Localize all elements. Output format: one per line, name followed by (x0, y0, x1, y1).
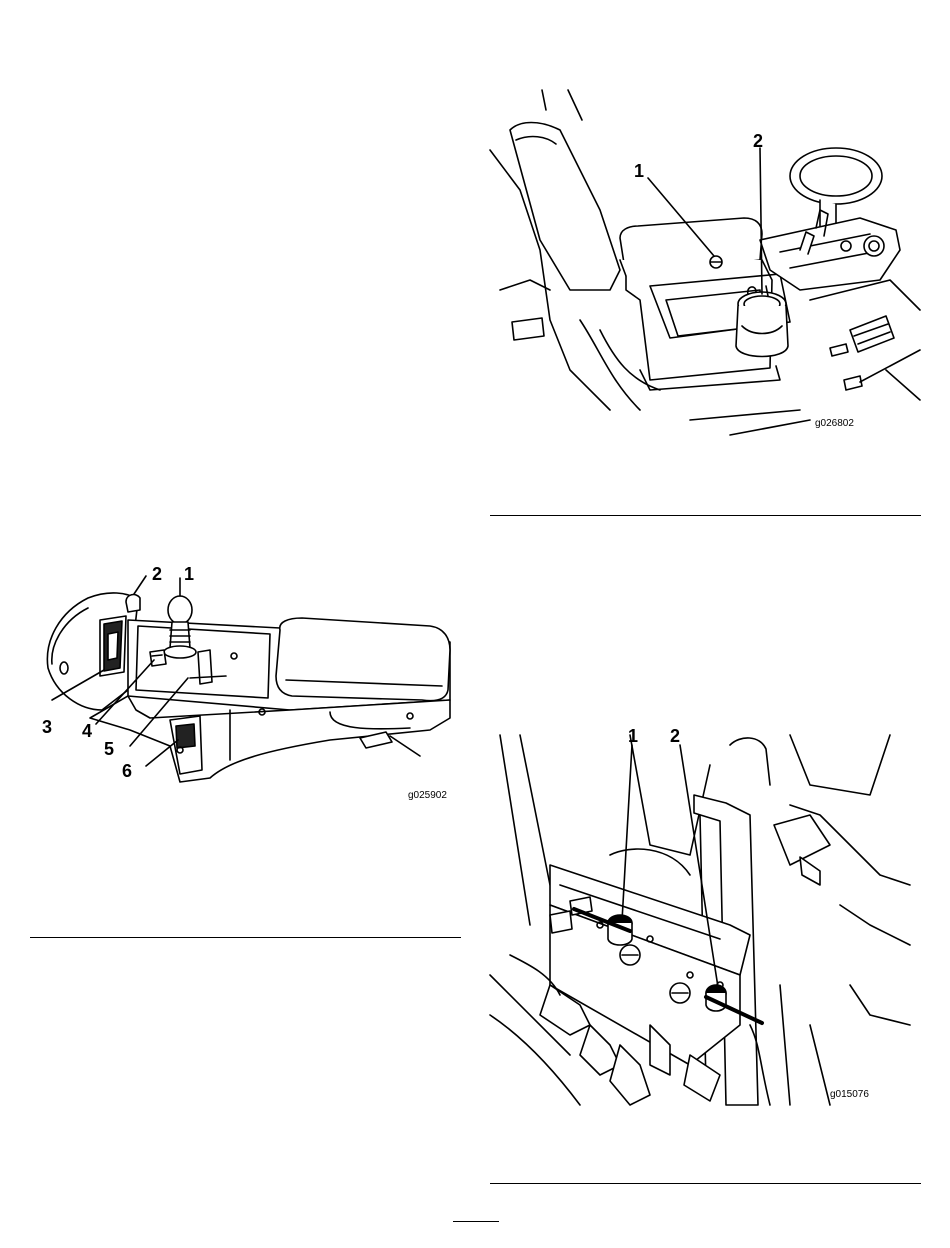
cup-holder-drawing (490, 90, 920, 435)
console-callout-2: 2 (152, 565, 162, 583)
valves-drawing (490, 725, 910, 1105)
console-callout-4: 4 (82, 722, 92, 740)
console-callout-6: 6 (122, 762, 132, 780)
figure-cup-holder: 1 2 g026802 (490, 90, 920, 435)
valves-figure-code: g015076 (830, 1090, 869, 1100)
cupholder-callout-1: 1 (634, 162, 644, 180)
cupholder-callout-2: 2 (753, 132, 763, 150)
right-column-divider-bottom (490, 1183, 921, 1184)
left-column-divider (30, 937, 461, 938)
console-callout-3: 3 (42, 718, 52, 736)
figure-valves: 1 2 g015076 (490, 725, 920, 1105)
figure-control-console: 1 2 3 4 5 6 g025902 (30, 560, 460, 810)
cupholder-figure-code: g026802 (815, 419, 854, 429)
console-callout-5: 5 (104, 740, 114, 758)
control-console-drawing (30, 560, 460, 810)
right-column-divider-top (490, 515, 921, 516)
valves-callout-2: 2 (670, 727, 680, 745)
console-figure-code: g025902 (408, 791, 447, 801)
valves-callout-1: 1 (628, 727, 638, 745)
page-number-rule (453, 1221, 499, 1222)
console-callout-1: 1 (184, 565, 194, 583)
